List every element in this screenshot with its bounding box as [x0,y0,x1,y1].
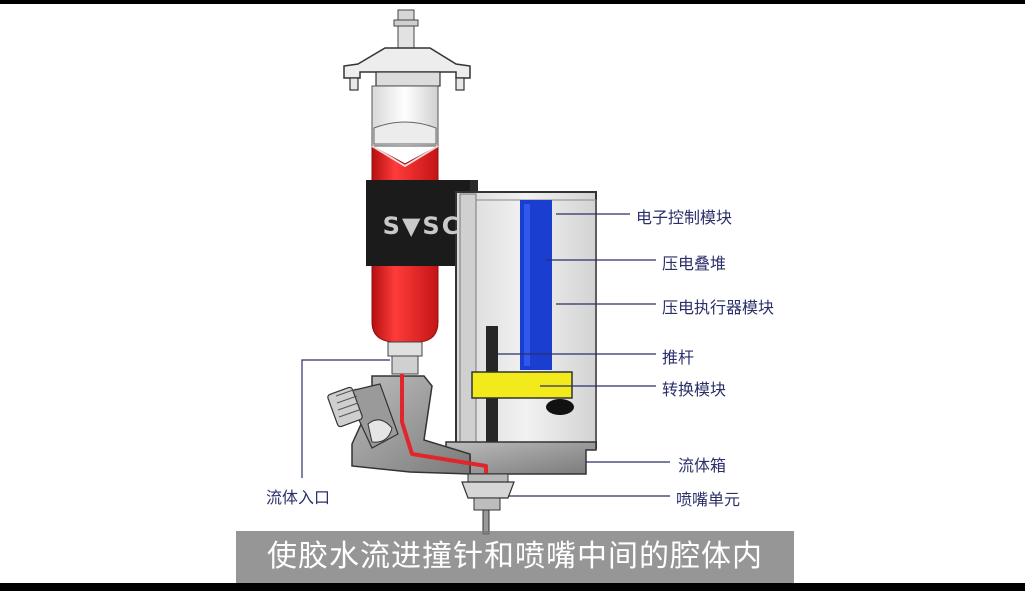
label-push-rod: 推杆 [662,348,695,367]
conversion-block [471,371,573,399]
piezo-actuator-module [455,191,597,452]
label-electronic-control-module: 电子控制模块 [636,208,733,227]
logo: S▼SC [382,212,462,240]
nozzle-unit [461,473,515,535]
dispenser-diagram [301,9,670,535]
label-nozzle-unit: 喷嘴单元 [676,490,741,509]
leader-lines [301,213,670,497]
label-fluid-inlet: 流体入口 [266,488,331,507]
label-piezo-stack: 压电叠堆 [662,254,727,273]
label-conversion-module: 转换模块 [662,380,727,399]
diagram-frame: S▼SC 电子控制模块 压电叠堆 压电执行器模块 推杆 转换模块 流体箱 喷嘴单… [0,4,1025,583]
syringe-cap [343,9,471,91]
video-subtitle: 使胶水流进撞针和喷嘴中间的腔体内 [236,531,794,583]
label-piezo-actuator-module: 压电执行器模块 [662,298,775,317]
label-fluid-box: 流体箱 [678,456,727,475]
